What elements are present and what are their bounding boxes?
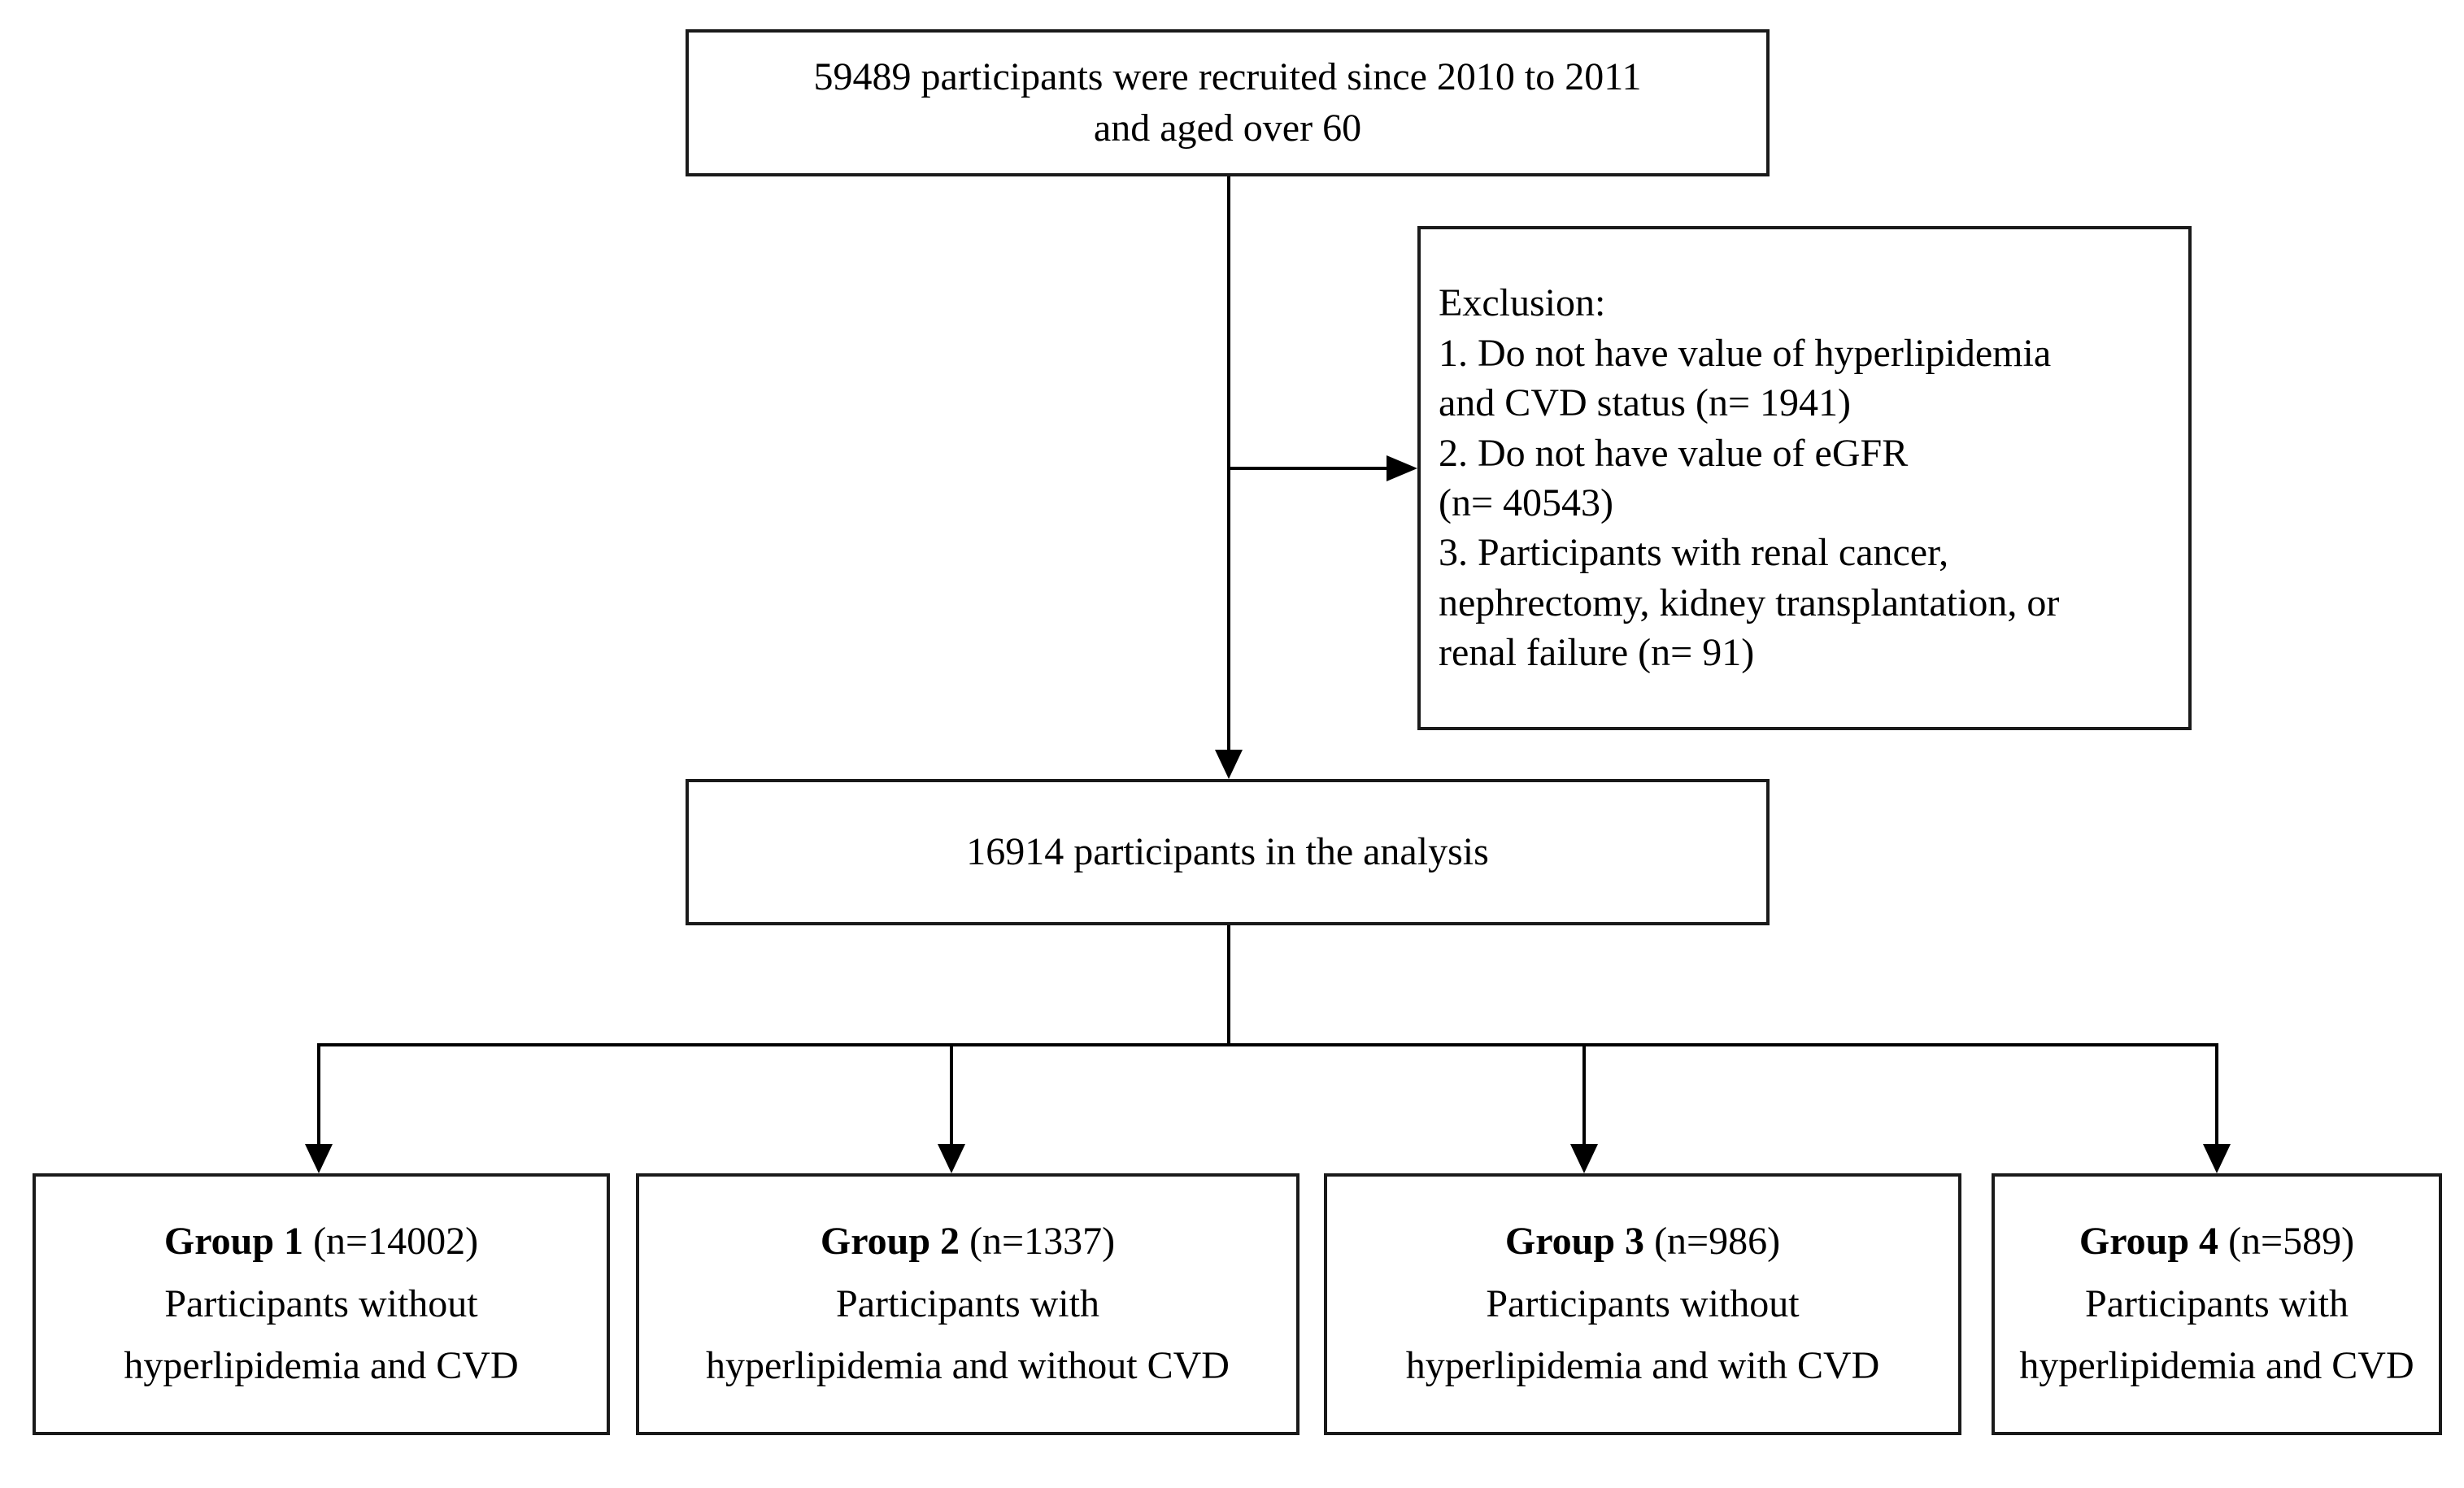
arrowhead-into-exclusion-box	[1387, 455, 1417, 481]
arrowhead-into-group-2	[938, 1144, 965, 1173]
exclusion-item-1-line-2: and CVD status (n= 1941)	[1439, 381, 1852, 425]
exclusion-item-3-line-1: 3. Participants with renal cancer,	[1439, 531, 1949, 575]
exclusion-title: Exclusion:	[1439, 281, 1606, 325]
group-2-desc-line-2: hyperlipidemia and without CVD	[706, 1344, 1230, 1388]
group-2-box: Group 2 (n=1337) Participants with hyper…	[636, 1173, 1299, 1435]
group-4-desc-line-1: Participants with	[2085, 1281, 2349, 1325]
arrowhead-into-analysis-box	[1215, 750, 1243, 779]
group-3-box: Group 3 (n=986) Participants without hyp…	[1324, 1173, 1961, 1435]
exclusion-box: Exclusion: 1. Do not have value of hyper…	[1417, 226, 2192, 730]
arrowhead-into-group-3	[1570, 1144, 1598, 1173]
group-4-heading: Group 4 (n=589)	[2079, 1211, 2354, 1273]
group-4-count: (n=589)	[2228, 1219, 2355, 1263]
analysis-box: 16914 participants in the analysis	[686, 779, 1770, 925]
group-1-desc-line-2: hyperlipidemia and CVD	[124, 1344, 519, 1388]
group-4-desc-line-2: hyperlipidemia and CVD	[2019, 1344, 2414, 1388]
exclusion-item-1-line-1: 1. Do not have value of hyperlipidemia	[1439, 331, 2052, 375]
group-1-desc-line-1: Participants without	[164, 1281, 478, 1325]
group-1-heading: Group 1 (n=14002)	[164, 1211, 478, 1273]
group-3-desc-line-1: Participants without	[1486, 1281, 1800, 1325]
group-1-count: (n=14002)	[313, 1219, 479, 1263]
group-2-count: (n=1337)	[969, 1219, 1116, 1263]
recruitment-line-1: 59489 participants were recruited since …	[813, 55, 1642, 99]
group-2-desc-line-1: Participants with	[836, 1281, 1099, 1325]
group-3-count: (n=986)	[1654, 1219, 1781, 1263]
group-4-name: Group 4	[2079, 1219, 2219, 1263]
analysis-text: 16914 participants in the analysis	[966, 829, 1489, 873]
exclusion-item-3-line-2: nephrectomy, kidney transplantation, or	[1439, 581, 2060, 624]
group-2-name: Group 2	[820, 1219, 960, 1263]
exclusion-item-2-line-1: 2. Do not have value of eGFR	[1439, 431, 1909, 475]
group-3-desc-line-2: hyperlipidemia and with CVD	[1405, 1344, 1880, 1388]
group-3-name: Group 3	[1504, 1219, 1645, 1263]
exclusion-item-2-line-2: (n= 40543)	[1439, 481, 1614, 524]
group-4-box: Group 4 (n=589) Participants with hyperl…	[1992, 1173, 2442, 1435]
recruitment-line-2: and aged over 60	[1093, 106, 1362, 150]
group-3-heading: Group 3 (n=986)	[1505, 1211, 1780, 1273]
group-1-name: Group 1	[163, 1219, 304, 1263]
group-2-heading: Group 2 (n=1337)	[821, 1211, 1115, 1273]
exclusion-item-3-line-3: renal failure (n= 91)	[1439, 631, 1755, 675]
arrowhead-into-group-1	[305, 1144, 333, 1173]
recruitment-box: 59489 participants were recruited since …	[686, 29, 1770, 176]
group-1-box: Group 1 (n=14002) Participants without h…	[33, 1173, 610, 1435]
arrowhead-into-group-4	[2203, 1144, 2231, 1173]
